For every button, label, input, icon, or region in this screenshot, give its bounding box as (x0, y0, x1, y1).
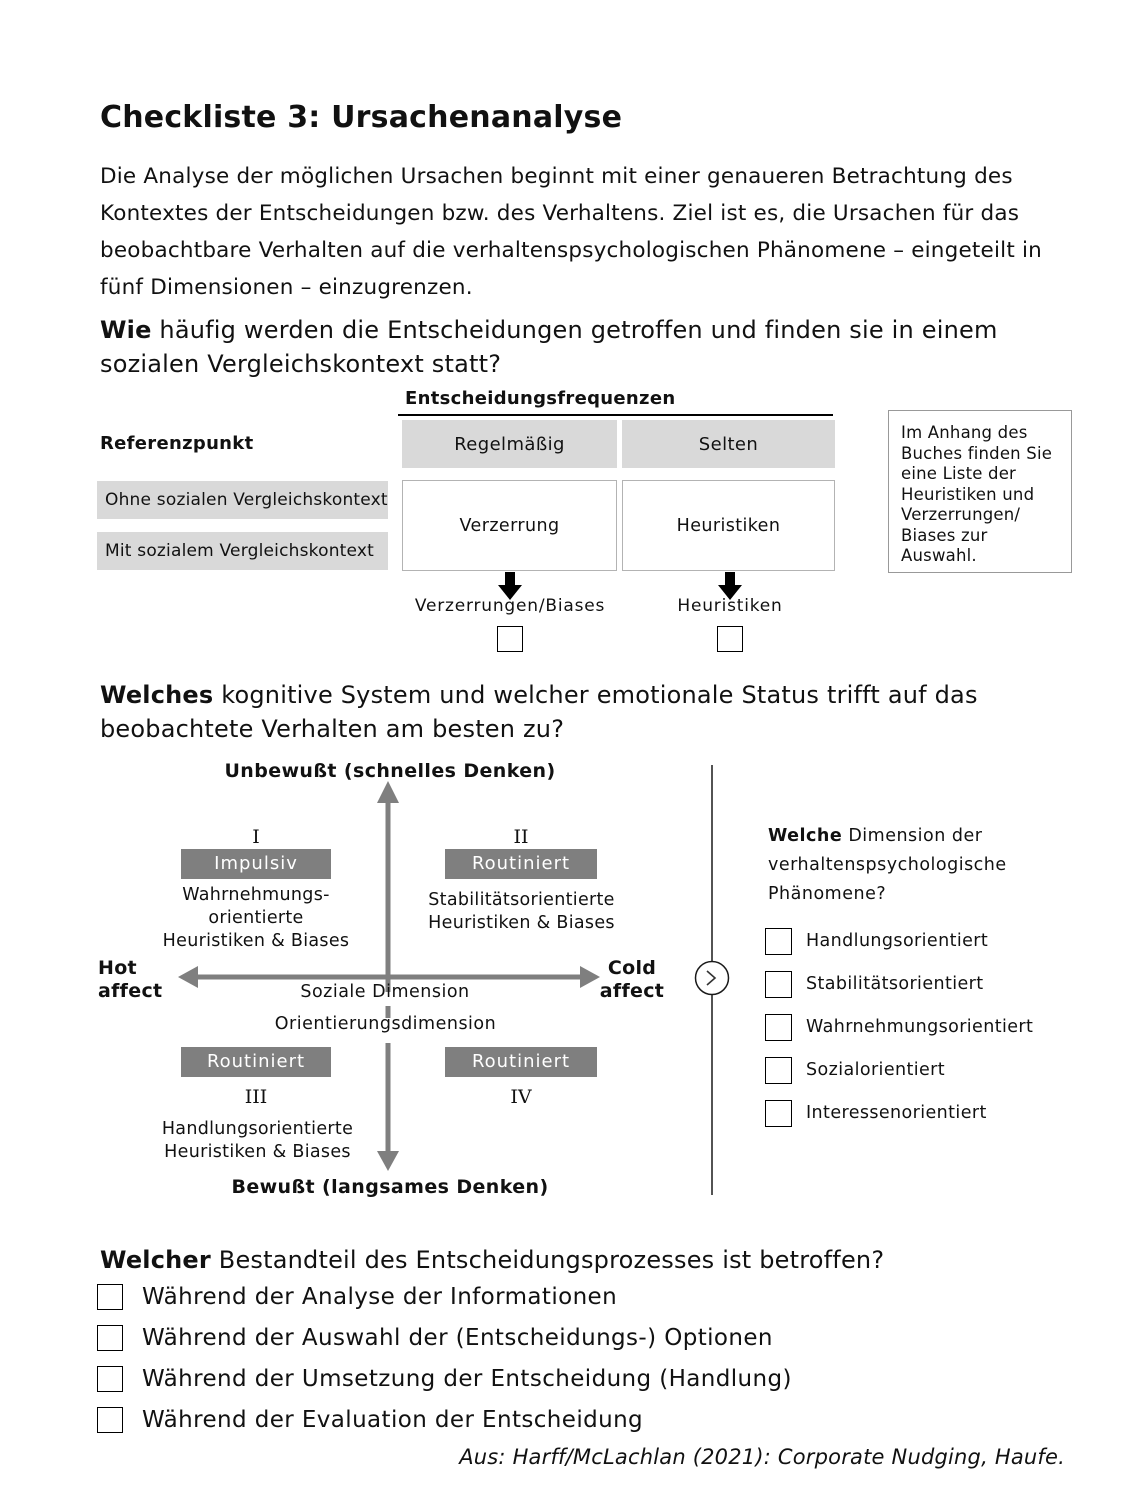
row-group-label: Referenzpunkt (100, 433, 254, 454)
quadrant-3-desc: Handlungsorientierte Heuristiken & Biase… (161, 1119, 354, 1162)
axis-label-top: Unbewußt (schnelles Denken) (224, 760, 556, 782)
checkbox-auswahl-der-optionen[interactable] (97, 1325, 123, 1351)
column-group-label: Entscheidungsfrequenzen (405, 388, 676, 409)
option-label: Sozialorientiert (806, 1060, 946, 1080)
axis-label-left: Hot affect (98, 957, 163, 1002)
checkbox-umsetzung-der-entscheidung[interactable] (97, 1366, 123, 1392)
option-label: Interessenorientiert (806, 1103, 987, 1123)
question-3-heading: Welcher Bestandteil des Entscheidungspro… (100, 1243, 1100, 1277)
column-header-selten: Selten (622, 420, 835, 468)
quadrant-3-numeral: III (244, 1086, 268, 1108)
page-title: Checkliste 3: Ursachenanalyse (100, 100, 623, 135)
source-attribution: Aus: Harff/McLachlan (2021): Corporate N… (459, 1445, 1065, 1469)
checkbox-handlungsorientiert[interactable] (765, 928, 792, 955)
chevron-right-icon (706, 970, 717, 986)
appendix-note: Im Anhang des Buches finden Sie eine Lis… (888, 410, 1072, 573)
dimension-panel-lead: Welche (768, 826, 843, 846)
quadrant-2-box: Routiniert (445, 849, 597, 879)
cell-heuristiken: Heuristiken (622, 480, 835, 571)
dimension-panel-text: Dimension der verhaltenspsychologische P… (768, 826, 1007, 904)
chevron-circle-icon (694, 960, 730, 996)
checkbox-analyse-der-informationen[interactable] (97, 1284, 123, 1310)
quadrant-1-desc: Wahrnehmungs- orientierte Heuristiken & … (162, 885, 350, 951)
intro-paragraph: Die Analyse der möglichen Ursachen begin… (100, 164, 1042, 300)
quadrant-2-numeral: II (513, 826, 529, 848)
option-label: Während der Evaluation der Entscheidung (142, 1407, 644, 1433)
down-arrow-icon (498, 572, 522, 600)
quadrant-1-box: Impulsiv (181, 849, 331, 879)
arrow-label-heuristiken: Heuristiken (677, 596, 783, 616)
horizontal-axis-arrow (178, 966, 600, 988)
header-underline (398, 414, 833, 416)
dimension-panel-heading: Welche Dimension der verhaltenspsycholog… (768, 822, 1056, 909)
checkbox-interessenorientiert[interactable] (765, 1100, 792, 1127)
cell-verzerrung: Verzerrung (402, 480, 617, 571)
horizontal-dimension-label-1: Soziale Dimension (300, 982, 470, 1002)
option-label: Während der Analyse der Informationen (142, 1284, 618, 1310)
row-header-mit-vergleichskontext: Mit sozialem Vergleichskontext (97, 532, 388, 570)
question-1-lead: Wie (100, 316, 152, 344)
quadrant-1-numeral: I (252, 826, 260, 848)
axis-label-right: Cold affect (599, 957, 665, 1002)
question-2-text: kognitive System und welcher emotionale … (100, 681, 978, 743)
quadrant-2-desc: Stabilitätsorientierte Heuristiken & Bia… (428, 890, 615, 933)
quadrant-4-numeral: IV (510, 1086, 532, 1108)
down-arrow-icon (718, 572, 742, 600)
column-header-regelmaessig: Regelmäßig (402, 420, 617, 468)
row-header-ohne-vergleichskontext: Ohne sozialen Vergleichskontext (97, 481, 388, 519)
checkbox-heuristiken[interactable] (717, 626, 743, 652)
option-label: Stabilitätsorientiert (806, 974, 984, 994)
question-2-lead: Welches (100, 681, 214, 709)
vertical-axis-arrow (377, 781, 399, 1171)
option-label: Wahrnehmungsorientiert (806, 1017, 1034, 1037)
question-3-text: Bestandteil des Entscheidungsprozesses i… (210, 1246, 885, 1274)
checkbox-wahrnehmungsorientiert[interactable] (765, 1014, 792, 1041)
checkbox-stabilitaetsorientiert[interactable] (765, 971, 792, 998)
option-label: Während der Umsetzung der Entscheidung (… (142, 1366, 792, 1392)
quadrant-4-box: Routiniert (445, 1047, 597, 1077)
arrow-label-verzerrungen-biases: Verzerrungen/Biases (414, 596, 606, 616)
question-2-heading: Welches kognitive System und welcher emo… (100, 678, 1075, 746)
diagram-axes (178, 765, 730, 1195)
option-label: Handlungsorientiert (806, 931, 989, 951)
question-1-text: häufig werden die Entscheidungen getroff… (100, 316, 998, 378)
checkbox-evaluation-der-entscheidung[interactable] (97, 1407, 123, 1433)
horizontal-dimension-label-2: Orientierungsdimension (274, 1014, 497, 1034)
axis-label-bottom: Bewußt (langsames Denken) (231, 1176, 549, 1198)
checkbox-sozialorientiert[interactable] (765, 1057, 792, 1084)
option-label: Während der Auswahl der (Entscheidungs-)… (142, 1325, 773, 1351)
quadrant-3-box: Routiniert (181, 1047, 331, 1077)
question-3-lead: Welcher (100, 1246, 211, 1274)
checkbox-verzerrungen-biases[interactable] (497, 626, 523, 652)
question-1-heading: Wie häufig werden die Entscheidungen get… (100, 313, 1065, 381)
